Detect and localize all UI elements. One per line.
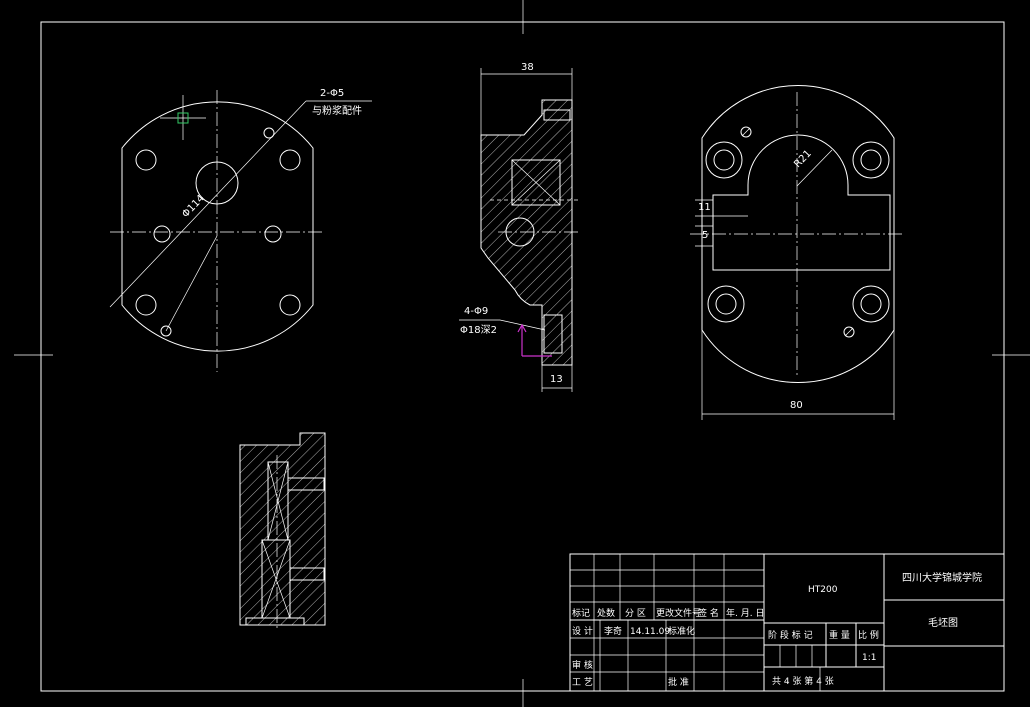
tb-col-weight: 重 量 [829,629,850,641]
counterbore-spec-note: Φ18深2 [460,324,497,336]
small-hole [264,225,282,243]
cavity-outline [712,134,891,271]
right-view[interactable]: R21 11 5 80 [690,84,904,420]
tb-header-count: 处数 [597,607,615,619]
title-block: 标记 处数 分 区 更改文件号 签 名 年. 月. 日 设 计 李奇 14.11… [569,553,1005,692]
radius-dim-line [796,149,833,187]
bolt-hole [279,149,301,171]
sheet-border [14,0,1030,707]
pitch-line [165,235,218,332]
bore-void [511,159,561,206]
boss [705,141,743,179]
bolt-hole [860,293,882,315]
diameter-dim-line [109,100,307,308]
tb-header-zone: 分 区 [625,608,646,619]
tb-header-sign: 签 名 [698,607,719,619]
tb-col-stage: 阶 段 标 记 [768,629,813,641]
small-hole [153,225,171,243]
pin-hole [740,126,752,138]
tb-material: HT200 [808,585,838,595]
tb-row-review: 审 核 [572,659,593,671]
tb-header-docno: 更改文件号 [656,607,701,619]
counterbore-section [543,314,563,354]
bolt-hole [279,294,301,316]
tb-row-design: 设 计 [572,625,593,637]
tb-design-date: 14.11.09 [630,627,670,637]
tb-sheets: 共 4 张 第 4 张 [772,675,834,687]
front-view[interactable]: 2-Φ5 与粉浆配件 Φ114 [109,88,372,372]
section-profile [239,432,326,626]
pin-hole [160,325,172,337]
bolt-hole [135,294,157,316]
dim-label-13: 13 [550,374,563,385]
counterbore-qty-note: 4-Φ9 [464,306,488,317]
tb-designer: 李奇 [604,625,622,637]
side-port [287,477,325,491]
boss [852,141,890,179]
bolt-hole [135,149,157,171]
center-bore [195,161,239,205]
tb-header-mark: 标记 [572,607,590,619]
tb-scale: 1:1 [862,653,876,663]
pin-hole-section [543,109,571,121]
section-profile [480,99,573,366]
pin-hole [263,127,275,139]
tb-row-process: 工 艺 [572,677,593,688]
pin-hole [843,326,855,338]
flange-outline [121,101,314,352]
bolt-hole [713,149,735,171]
boss [707,285,745,323]
bolt-hole [715,293,737,315]
tb-header-date: 年. 月. 日 [726,607,764,619]
bottom-section-view[interactable] [239,432,326,630]
tb-school: 四川大学锦城学院 [902,571,982,584]
dim-label-11: 11 [698,202,711,213]
diameter-dim-label: Φ114 [180,193,207,220]
tb-row-standard: 标准化 [668,625,695,637]
boss [852,285,890,323]
radius-dim-label: R21 [792,148,814,170]
dim-label-38: 38 [521,62,534,73]
tb-col-ratio: 比 例 [858,629,879,641]
hole-qty-note: 2-Φ5 [320,88,344,99]
tb-row-approve: 批 准 [668,676,689,688]
hole-spec-note: 与粉浆配件 [312,104,362,117]
cursor-pickbox-icon [160,95,206,140]
side-port [289,567,325,581]
bolt-hole [860,149,882,171]
dim-label-80: 80 [790,400,803,411]
ucs-icon [517,323,552,357]
tb-drawing-name: 毛坯图 [928,617,958,629]
side-section-view[interactable]: 38 13 4-Φ9 Φ18深2 [459,62,578,392]
dim-label-5: 5 [702,230,708,241]
